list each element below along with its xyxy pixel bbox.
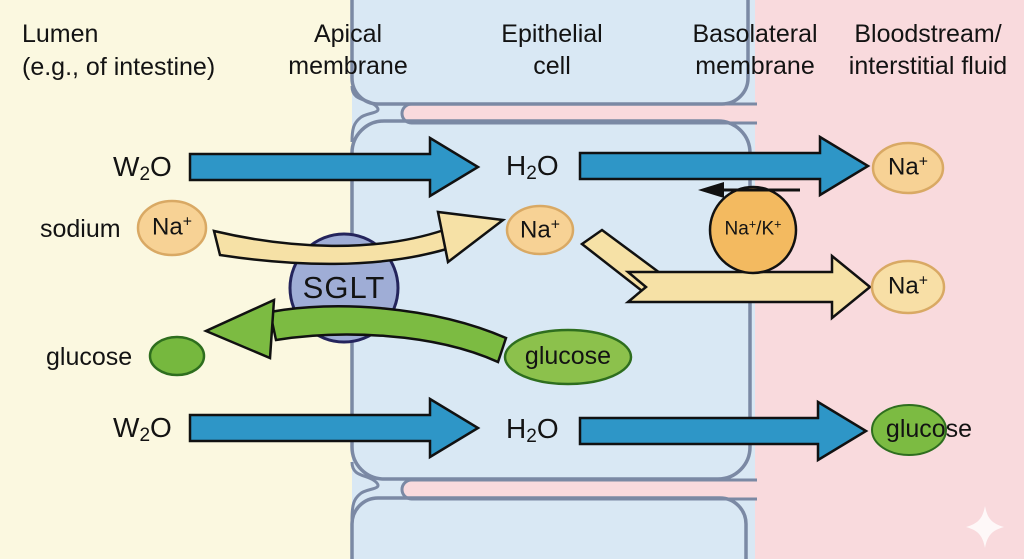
formula-sub: 2: [526, 163, 537, 185]
water-label-lumen-top: W2O: [113, 149, 172, 185]
upper-cell-membrane: [350, 0, 750, 106]
na-text: Na: [520, 216, 551, 244]
formula-base: H: [506, 413, 527, 444]
formula-tail: O: [150, 412, 172, 443]
water-arrow-lumen-top: [188, 135, 481, 199]
space-bottom-opening: [757, 475, 819, 504]
na-plus: +: [918, 272, 928, 290]
lumen-header-line1: Lumen: [22, 20, 99, 48]
glucose-arrow-head: [202, 297, 276, 360]
glucose-blood-label: glucose: [885, 414, 973, 443]
lumen-header-line2: (e.g., of intestine): [22, 53, 216, 81]
apical-header-line1: Apical: [313, 20, 383, 48]
basolateral-membrane-header: Basolateral membrane: [692, 18, 817, 82]
pump-plus: +: [774, 217, 782, 232]
na-label-blood-top: Na+: [888, 151, 928, 182]
sparkle-icon: [966, 506, 1004, 548]
bloodstream-header-line1: Bloodstream/: [854, 20, 1002, 48]
water-arrow-cell-bottom: [578, 399, 869, 463]
formula-base: W: [113, 412, 140, 443]
na-text: Na: [152, 213, 183, 241]
formula-tail: O: [536, 413, 559, 444]
pump-plus: +: [748, 217, 757, 232]
water-arrow-cell-top: [578, 134, 871, 198]
na-plus: +: [918, 153, 928, 171]
formula-base: H: [506, 150, 527, 181]
na-plus: +: [182, 213, 192, 231]
apical-membrane-header: Apical membrane: [288, 18, 408, 82]
tight-junction-bottom: [350, 461, 380, 521]
na-plus: +: [550, 216, 560, 234]
sodium-word-label: sodium: [40, 215, 121, 243]
glucose-arrow-band: [268, 305, 508, 364]
glucose-bubble-lumen: [148, 335, 206, 377]
formula-sub: 2: [526, 426, 537, 448]
na-text: Na: [888, 272, 919, 300]
lower-cell-membrane: [350, 496, 748, 559]
na-k-pump-label: Na+/K+: [724, 217, 782, 243]
epithelial-header-line2: cell: [533, 52, 571, 80]
tight-junction-top: [350, 85, 380, 143]
glucose-bubble-blood: [871, 404, 947, 456]
glucose-cell-label: glucose: [524, 341, 612, 370]
sodium-arrow-head: [436, 210, 507, 265]
lumen-header: Lumen (e.g., of intestine): [22, 18, 215, 84]
na-text: Na: [888, 153, 919, 181]
na-label-lumen: Na+: [152, 211, 192, 242]
na-bubble-lumen: [136, 199, 208, 257]
bloodstream-header-line2: interstitial fluid: [848, 52, 1008, 80]
formula-tail: O: [150, 151, 172, 182]
basolateral-header-line1: Basolateral: [692, 20, 818, 48]
water-label-cell-bottom: H2O: [506, 411, 559, 447]
epithelial-cell-header: Epithelial cell: [501, 18, 602, 82]
sglt-label: SGLT: [302, 269, 386, 305]
water-arrow-lumen-bottom: [188, 396, 481, 460]
glucose-word-label: glucose: [46, 343, 133, 371]
formula-tail: O: [536, 150, 559, 181]
na-label-cell: Na+: [520, 214, 560, 245]
glucose-bubble-cell: [503, 328, 633, 386]
water-label-cell-top: H2O: [506, 148, 559, 184]
pump-text: /K: [756, 218, 775, 240]
formula-sub: 2: [139, 425, 151, 447]
bloodstream-header: Bloodstream/ interstitial fluid: [849, 18, 1007, 82]
na-bubble-blood-top: [871, 141, 945, 195]
formula-sub: 2: [139, 164, 151, 186]
intercellular-space-bottom: [400, 478, 804, 501]
formula-base: W: [113, 151, 140, 182]
na-k-pump-circle: [708, 185, 798, 275]
space-top-opening: [757, 99, 819, 128]
pump-text: Na: [724, 218, 749, 240]
k-return-arrow-head: [698, 182, 724, 198]
basolateral-header-line2: membrane: [695, 52, 815, 80]
epithelial-header-line1: Epithelial: [501, 20, 603, 48]
na-label-blood-mid: Na+: [888, 270, 928, 301]
sodium-export-arrow: [624, 253, 872, 321]
water-label-lumen-bottom: W2O: [113, 410, 172, 446]
na-bubble-blood-mid: [870, 259, 946, 315]
apical-header-line2: membrane: [288, 52, 408, 80]
na-bubble-cell: [505, 204, 575, 256]
